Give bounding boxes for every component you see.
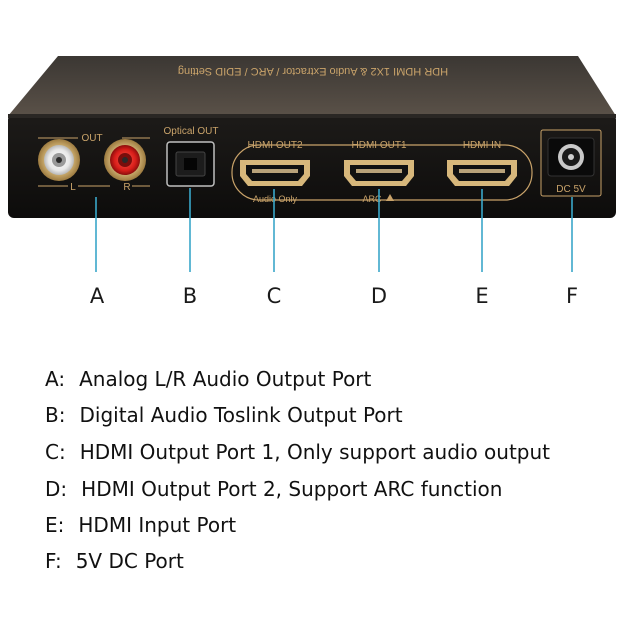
audio-only-label: Audio Only [253, 194, 298, 204]
optical-toslink-port[interactable] [166, 141, 215, 187]
legend-text: Analog L/R Audio Output Port [79, 367, 372, 391]
legend-row-d: D: HDMI Output Port 2, Support ARC functi… [45, 477, 502, 501]
hdmi-out2-label: HDMI OUT2 [248, 140, 303, 151]
hdmi-out1-label: HDMI OUT1 [352, 140, 407, 151]
port-letter-c: C [266, 284, 282, 308]
legend-text: Digital Audio Toslink Output Port [79, 403, 403, 427]
legend-row-f: F:5V DC Port [45, 549, 184, 573]
port-letter-e: E [475, 284, 489, 308]
hdmi-out1-port[interactable] [344, 160, 414, 186]
rca-left-jack[interactable] [38, 139, 80, 181]
port-letter-b: B [182, 284, 198, 308]
hdmi-in-label: HDMI IN [463, 140, 501, 151]
legend-row-e: E: HDMI Input Port [45, 513, 236, 537]
rca-out-bracket [38, 137, 150, 187]
legend-text: 5V DC Port [75, 549, 184, 573]
hdmi-in-port[interactable] [447, 160, 517, 186]
rca-right-label: R [123, 182, 130, 193]
panel-edge [8, 114, 616, 118]
legend-letter: D [45, 477, 61, 501]
legend-letter: F [45, 549, 55, 573]
rca-left-label: L [70, 182, 76, 193]
legend-text: HDMI Output Port 1, Only support audio o… [79, 440, 551, 464]
legend-row-c: C: HDMI Output Port 1, Only support audio… [45, 440, 550, 464]
legend-separator: : [58, 367, 66, 391]
device-front-panel [8, 114, 616, 218]
legend-text: HDMI Input Port [78, 513, 237, 537]
dc-5v-label: DC 5V [556, 184, 586, 195]
legend-separator: : [58, 440, 66, 464]
port-letter-f: F [565, 284, 579, 308]
legend-separator: : [60, 477, 68, 501]
port-letter-d: D [370, 284, 388, 308]
legend-separator: : [58, 403, 66, 427]
device-top-text: HDR HDMI 1X2 & Audio Extractor / ARC / E… [178, 65, 448, 77]
hdmi-group-outline [231, 144, 533, 201]
legend-letter: A [45, 367, 59, 391]
port-letter-a: A [89, 284, 105, 308]
optical-label: Optical OUT [163, 126, 218, 137]
dc-5v-port[interactable] [540, 129, 602, 197]
legend-row-a: A: Analog L/R Audio Output Port [45, 367, 371, 391]
legend-row-b: B: Digital Audio Toslink Output Port [45, 403, 403, 427]
rca-right-jack[interactable] [104, 139, 146, 181]
hdmi-out2-port[interactable] [240, 160, 310, 186]
rca-out-label: OUT [81, 133, 102, 144]
legend-separator: : [57, 513, 65, 537]
arc-label: ARC [362, 194, 382, 204]
legend-separator: : [54, 549, 62, 573]
legend-letter: B [45, 403, 59, 427]
lead-lines [95, 188, 573, 272]
legend-text: HDMI Output Port 2, Support ARC function [81, 477, 503, 501]
legend-letter: C [45, 440, 59, 464]
legend-letter: E [45, 513, 58, 537]
device-top-face [8, 56, 616, 116]
arc-triangle-icon [386, 194, 394, 201]
